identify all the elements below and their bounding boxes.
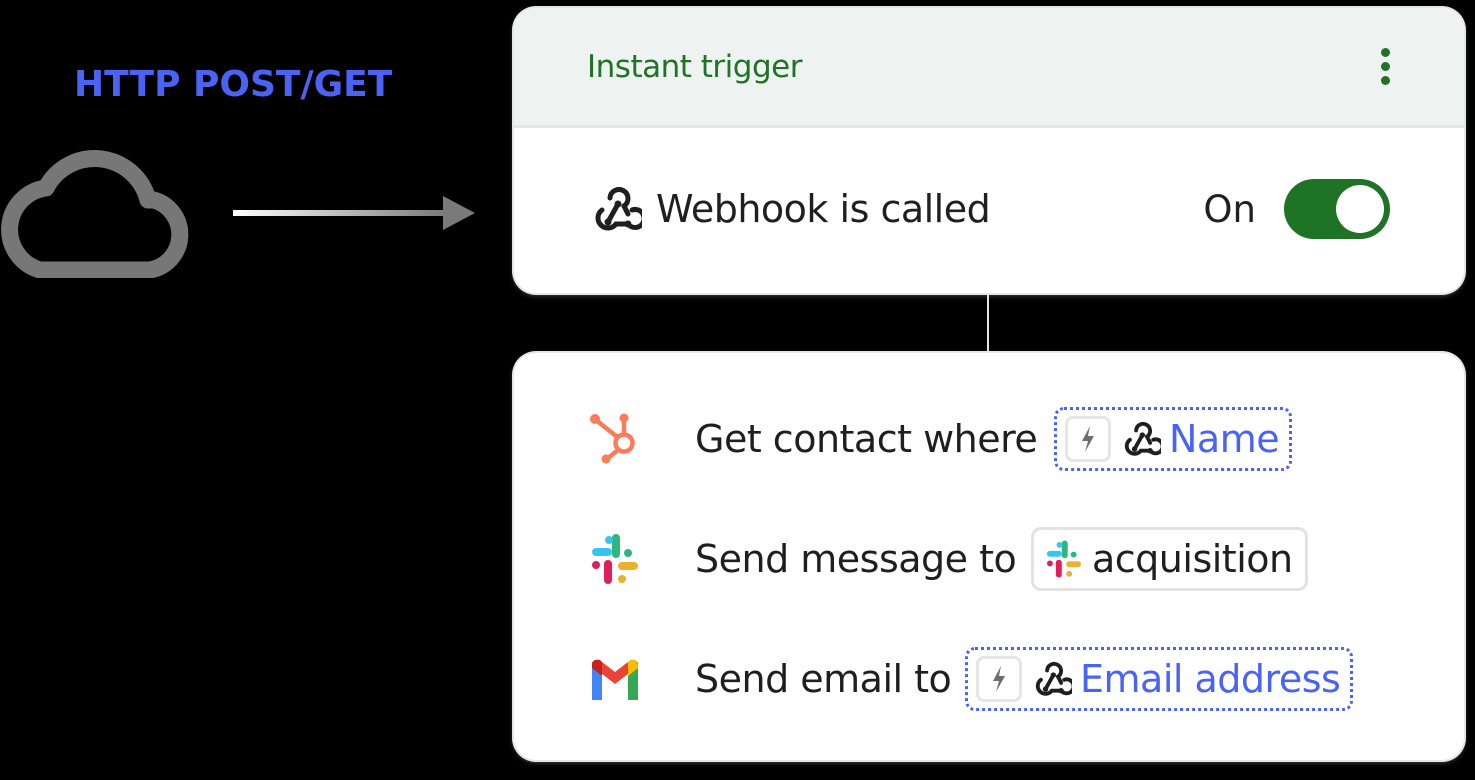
trigger-title: Instant trigger: [587, 48, 802, 85]
action-label: Send message to: [695, 537, 1017, 581]
connector-line: [987, 293, 989, 353]
bolt-icon: [1065, 416, 1111, 462]
action-label: Send email to: [695, 657, 952, 701]
static-token-channel[interactable]: acquisition: [1031, 527, 1308, 591]
trigger-header: Instant trigger: [514, 8, 1464, 128]
slack-icon: [592, 534, 638, 584]
token-label: Email address: [1080, 657, 1341, 701]
slack-icon: [1046, 540, 1082, 578]
action-row-hubspot[interactable]: Get contact where Name: [514, 404, 1464, 474]
http-method-label: HTTP POST/GET: [74, 64, 393, 105]
action-row-slack[interactable]: Send message to acquisition: [514, 524, 1464, 594]
hubspot-icon: [590, 413, 635, 464]
webhook-icon: [1035, 661, 1072, 696]
kebab-menu-icon[interactable]: [1377, 44, 1394, 89]
dynamic-token-email[interactable]: Email address: [965, 647, 1354, 711]
toggle-status-label: On: [1203, 187, 1256, 231]
webhook-icon: [595, 187, 642, 231]
token-label: acquisition: [1092, 537, 1293, 581]
token-label: Name: [1169, 417, 1280, 461]
gmail-icon: [592, 659, 638, 700]
trigger-card[interactable]: Instant trigger Webhook is called On: [514, 8, 1464, 293]
action-row-gmail[interactable]: Send email to Email address: [514, 644, 1464, 714]
trigger-body: Webhook is called On: [514, 128, 1464, 290]
arrow-right-icon: [233, 196, 475, 230]
toggle-knob: [1336, 185, 1384, 233]
dynamic-token-name[interactable]: Name: [1054, 407, 1293, 471]
bolt-icon: [976, 656, 1022, 702]
trigger-toggle[interactable]: [1284, 179, 1390, 239]
webhook-icon: [1124, 421, 1161, 456]
action-label: Get contact where: [695, 417, 1038, 461]
cloud-icon: [1, 150, 189, 278]
actions-card: Get contact where Name: [514, 353, 1464, 760]
trigger-event-label: Webhook is called: [656, 187, 991, 231]
